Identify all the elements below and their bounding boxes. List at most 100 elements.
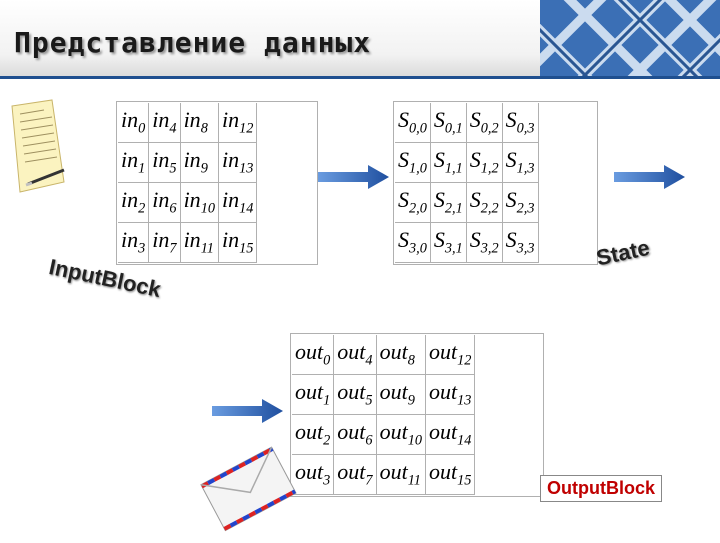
output-cell-base: out: [379, 379, 408, 405]
output-cell: out13: [425, 374, 476, 415]
output-cell: out7: [333, 454, 377, 495]
state-cell-base: S: [433, 187, 445, 213]
input-cell: in8: [180, 103, 219, 143]
input-cell-base: in: [152, 187, 170, 213]
state-cell: S0,3: [502, 103, 539, 143]
output-cell-index: 4: [365, 352, 373, 369]
state-cell-base: S: [433, 227, 445, 253]
input-cell: in10: [180, 182, 219, 223]
state-cell-index: 2,3: [516, 200, 535, 217]
state-cell: S2,1: [430, 182, 467, 223]
input-cell: in9: [180, 142, 219, 183]
input-cell-index: 3: [138, 240, 146, 257]
input-cell-index: 12: [239, 120, 254, 137]
state-cell-base: S: [505, 147, 517, 173]
input-cell: in2: [118, 182, 150, 223]
output-cell-index: 11: [407, 472, 421, 489]
state-cell-index: 1,2: [480, 160, 499, 177]
input-cell-index: 0: [138, 120, 146, 137]
state-cell: S0,0: [395, 103, 431, 143]
output-cell: out14: [425, 414, 476, 455]
state-cell: S0,2: [466, 103, 503, 143]
input-cell: in15: [218, 222, 258, 263]
state-cell-base: S: [398, 147, 409, 173]
state-cell-index: 0,0: [409, 120, 427, 137]
state-cell-base: S: [505, 227, 517, 253]
output-cell-index: 1: [323, 392, 331, 409]
output-cell-base: out: [295, 379, 324, 405]
state-label: State: [594, 234, 652, 271]
output-cell-index: 5: [365, 392, 373, 409]
state-cell: S1,0: [395, 142, 431, 183]
state-cell-index: 1,3: [516, 160, 535, 177]
output-cell: out1: [292, 374, 335, 415]
input-cell-index: 11: [200, 240, 214, 257]
state-cell-index: 0,3: [516, 120, 535, 137]
output-cell-index: 2: [323, 432, 331, 449]
input-cell: in3: [118, 222, 150, 263]
output-cell-base: out: [379, 419, 408, 445]
state-cell-base: S: [505, 187, 517, 213]
output-cell-index: 15: [457, 472, 472, 489]
state-cell-index: 2,2: [480, 200, 499, 217]
state-cell-index: 3,1: [444, 240, 463, 257]
output-cell: out6: [333, 414, 377, 455]
arrow-right-icon: [318, 164, 390, 195]
header-divider: [0, 76, 720, 79]
envelope-icon: [198, 438, 298, 543]
output-cell-index: 7: [365, 472, 373, 489]
input-cell-index: 8: [200, 120, 208, 137]
output-cell: out4: [333, 335, 377, 375]
input-cell-index: 7: [169, 240, 177, 257]
page-title: Представление данных: [14, 26, 372, 59]
output-cell-base: out: [428, 459, 458, 485]
output-cell: out2: [292, 414, 335, 455]
input-cell-index: 13: [239, 160, 254, 177]
input-cell-base: in: [221, 147, 240, 173]
state-cell-base: S: [505, 107, 517, 133]
output-cell-index: 9: [407, 392, 415, 409]
input-grid-frame: [116, 101, 318, 265]
woven-pattern-logo: [540, 0, 720, 76]
input-cell-base: in: [221, 107, 240, 133]
state-cell: S2,2: [466, 182, 503, 223]
input-cell: in14: [218, 182, 258, 223]
output-cell-base: out: [428, 339, 458, 365]
output-cell-index: 14: [457, 432, 472, 449]
input-cell-base: in: [152, 147, 170, 173]
input-cell-base: in: [221, 187, 240, 213]
input-cell-index: 4: [169, 120, 177, 137]
input-cell-index: 5: [169, 160, 177, 177]
output-cell-base: out: [379, 459, 408, 485]
state-cell-index: 0,1: [444, 120, 463, 137]
output-cell-base: out: [295, 459, 324, 485]
state-cell: S0,1: [430, 103, 467, 143]
state-cell-base: S: [469, 187, 481, 213]
state-cell-base: S: [398, 107, 409, 133]
input-cell: in5: [148, 142, 181, 183]
input-cell-base: in: [121, 107, 139, 133]
output-cell-base: out: [337, 459, 366, 485]
state-cell-index: 2,1: [444, 200, 463, 217]
output-block-label: OutputBlock: [540, 475, 662, 502]
state-cell: S1,1: [430, 142, 467, 183]
input-cell: in13: [218, 142, 258, 183]
output-cell: out11: [376, 454, 426, 495]
input-cell-index: 2: [138, 200, 146, 217]
output-cell: out5: [333, 374, 377, 415]
input-cell-index: 6: [169, 200, 177, 217]
output-cell: out8: [376, 335, 426, 375]
